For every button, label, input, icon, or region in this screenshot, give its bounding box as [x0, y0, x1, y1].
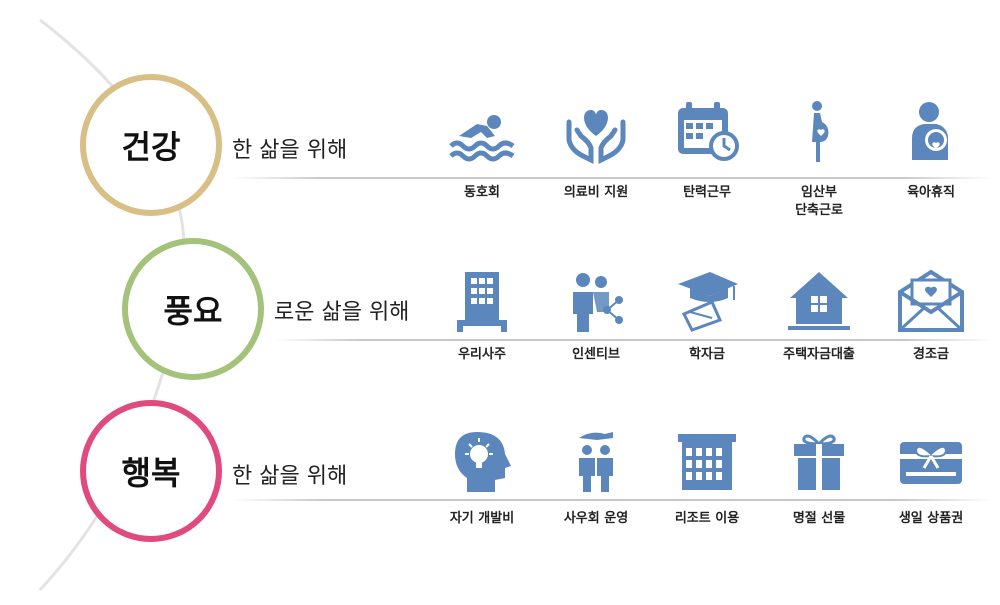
section-divider [232, 177, 992, 179]
benefit-label: 탄력근무 [683, 185, 731, 200]
benefit-item[interactable]: 생일 상품권 [876, 426, 986, 526]
people-share-icon [573, 273, 623, 332]
benefit-item[interactable]: 의료비 지원 [541, 96, 651, 200]
gift-card-icon [900, 442, 962, 484]
benefit-label: 우리사주 [458, 347, 506, 362]
benefit-item[interactable]: 동호회 [427, 96, 537, 200]
envelope-heart-icon [898, 269, 964, 332]
house-icon [788, 272, 850, 330]
benefit-item[interactable]: 우리사주 [427, 266, 537, 362]
building-icon [457, 272, 507, 332]
benefit-item[interactable]: 임산부 단축근로 [764, 96, 874, 218]
group-hand-icon [579, 432, 613, 492]
graduation-cap-icon [678, 272, 738, 332]
benefit-label: 경조금 [913, 347, 949, 362]
benefit-item[interactable]: 경조금 [876, 266, 986, 362]
benefit-label: 자기 개발비 [449, 511, 515, 526]
section-circle-happiness: 행복 [80, 400, 222, 542]
resort-building-icon [678, 434, 736, 490]
gift-box-icon [794, 434, 844, 490]
benefit-label: 리조트 이용 [674, 511, 740, 526]
benefit-label: 육아휴직 [907, 185, 955, 200]
section-divider [232, 499, 992, 501]
benefit-label: 명절 선물 [792, 511, 846, 526]
pregnant-woman-icon [812, 101, 829, 162]
section-divider [274, 339, 992, 341]
benefit-item[interactable]: 명절 선물 [764, 426, 874, 526]
swimmer-icon [449, 115, 515, 162]
benefit-item[interactable]: 리조트 이용 [652, 426, 762, 526]
benefit-item[interactable]: 학자금 [652, 266, 762, 362]
benefit-label: 주택자금대출 [783, 347, 855, 362]
benefit-label: 학자금 [689, 347, 725, 362]
benefit-label: 생일 상품권 [898, 511, 964, 526]
section-circle-wealth: 풍요 [122, 238, 264, 380]
head-bulb-icon [455, 432, 511, 492]
benefit-item[interactable]: 인센티브 [541, 266, 651, 362]
benefit-label: 동호회 [464, 185, 500, 200]
section-subtitle-wealth: 로운 삶을 위해 [274, 300, 410, 325]
benefit-item[interactable]: 사우회 운영 [541, 426, 651, 526]
benefit-item[interactable]: 탄력근무 [652, 96, 762, 200]
heart-hands-icon [566, 110, 626, 165]
benefit-item[interactable]: 자기 개발비 [427, 426, 537, 526]
benefit-label: 임산부 단축근로 [795, 185, 843, 218]
section-circle-health: 건강 [80, 74, 222, 216]
section-subtitle-happiness: 한 삶을 위해 [232, 464, 348, 489]
parent-baby-icon [912, 102, 948, 160]
benefit-label: 인센티브 [572, 347, 620, 362]
section-subtitle-health: 한 삶을 위해 [232, 138, 348, 163]
benefit-label: 사우회 운영 [563, 511, 629, 526]
benefit-item[interactable]: 육아휴직 [876, 96, 986, 200]
benefit-item[interactable]: 주택자금대출 [764, 266, 874, 362]
benefit-label: 의료비 지원 [563, 185, 629, 200]
calendar-clock-icon [678, 102, 739, 161]
